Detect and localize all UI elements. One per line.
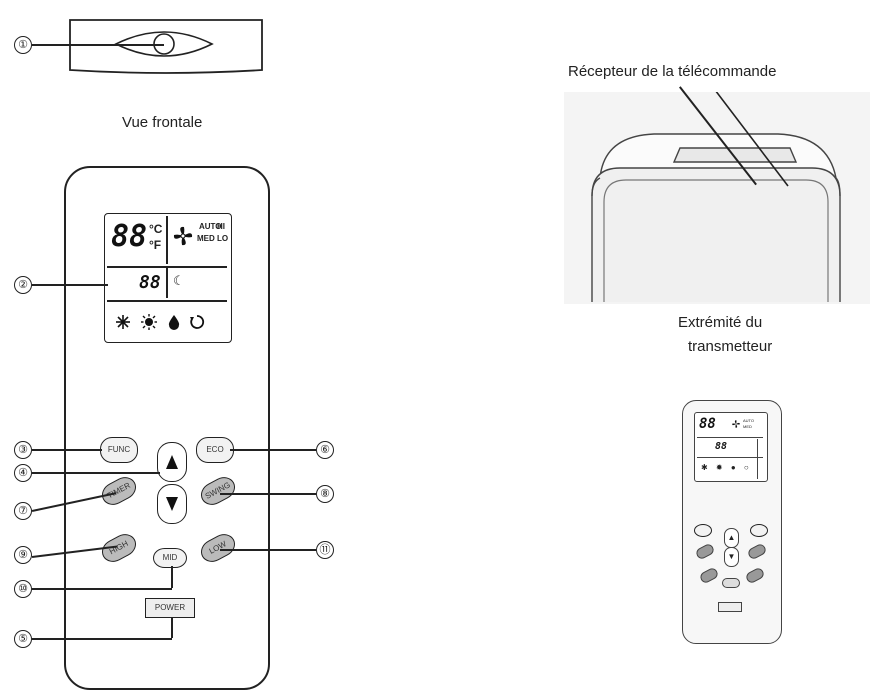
- lcd-display: 88 °C °F AUTO HI MED LO 88 ☾: [104, 213, 232, 343]
- small-mid-button[interactable]: [722, 578, 740, 588]
- callout-2-leader: [32, 284, 108, 286]
- callout-5-leader-h: [32, 638, 172, 640]
- up-button[interactable]: [157, 442, 187, 482]
- sensor-view: [66, 14, 266, 74]
- callout-11-leader: [220, 549, 316, 551]
- callout-5: ⑤: [14, 630, 32, 648]
- heat-icon: [141, 314, 157, 330]
- air-conditioner-unit-drawing: [564, 92, 870, 304]
- lcd-divider-vertical: [166, 216, 168, 264]
- lcd-celsius: °C: [149, 222, 163, 236]
- fan-icon: [173, 226, 193, 246]
- cool-icon: [116, 315, 130, 329]
- callout-6: ⑥: [316, 441, 334, 459]
- power-button[interactable]: POWER: [145, 598, 195, 618]
- receiver-caption: Récepteur de la télécommande: [568, 63, 777, 80]
- fan-med-label: MED: [197, 234, 215, 243]
- small-fan-auto-label: AUTO: [743, 418, 755, 423]
- callout-4: ④: [14, 464, 32, 482]
- transmitter-caption-line1: Extrémité du: [678, 314, 763, 331]
- small-lcd-divider-2: [697, 457, 763, 458]
- small-fan-med-label: MED: [743, 424, 752, 429]
- transmitter-caption-line2: transmetteur: [688, 338, 773, 355]
- down-arrow-icon: [166, 497, 178, 511]
- lcd-divider-h1: [107, 266, 227, 268]
- callout-3: ③: [14, 441, 32, 459]
- callout-9: ⑨: [14, 546, 32, 564]
- callout-5-leader-v: [171, 617, 173, 638]
- small-fan-icon: [732, 420, 740, 428]
- callout-1-leader: [32, 44, 164, 46]
- small-power-button[interactable]: [718, 602, 742, 612]
- down-button[interactable]: [157, 484, 187, 524]
- callout-8: ⑧: [316, 485, 334, 503]
- lcd-divider-h2: [107, 300, 227, 302]
- small-func-button[interactable]: [694, 524, 712, 537]
- callout-7: ⑦: [14, 502, 32, 520]
- small-eco-button[interactable]: [750, 524, 768, 537]
- small-up-button[interactable]: ▲: [724, 528, 739, 548]
- func-button[interactable]: FUNC: [100, 437, 138, 463]
- fan-auto-label: AUTO: [199, 222, 222, 231]
- dry-icon: [168, 315, 180, 330]
- mid-button[interactable]: MID: [153, 548, 187, 568]
- callout-1: ①: [14, 36, 32, 54]
- lcd-divider-vertical-2: [166, 268, 168, 298]
- small-mode-icons: ✱ ✹ ● ○: [701, 463, 752, 472]
- callout-8-leader: [220, 493, 316, 495]
- lcd-fahrenheit: °F: [149, 238, 162, 252]
- small-lcd-divider-1: [697, 437, 763, 438]
- lcd-timer: 88: [139, 272, 161, 293]
- callout-3-leader: [32, 449, 102, 451]
- callout-10: ⑩: [14, 580, 32, 598]
- auto-mode-icon: [190, 315, 205, 329]
- callout-2: ②: [14, 276, 32, 294]
- fan-lo-label: LO: [217, 234, 229, 243]
- sensor-window-drawing: [69, 19, 263, 74]
- up-arrow-icon: [166, 455, 178, 469]
- fan-hi-label: HI: [217, 222, 225, 231]
- callout-10-leader-v: [171, 566, 173, 588]
- lcd-temperature: 88: [111, 219, 148, 254]
- small-lcd-divider-v: [757, 439, 758, 479]
- callout-6-leader: [230, 449, 316, 451]
- front-view-caption: Vue frontale: [122, 114, 203, 131]
- callout-4-leader: [32, 472, 160, 474]
- small-lcd-timer: 88: [715, 441, 728, 452]
- small-remote-lcd: 88 AUTO MED 88 ✱ ✹ ● ○: [694, 412, 768, 482]
- sleep-icon: ☾: [173, 274, 185, 289]
- small-down-button[interactable]: ▼: [724, 547, 739, 567]
- callout-11: ⑪: [316, 541, 334, 559]
- small-lcd-temperature: 88: [699, 416, 716, 432]
- eco-button[interactable]: ECO: [196, 437, 234, 463]
- callout-10-leader-h: [32, 588, 172, 590]
